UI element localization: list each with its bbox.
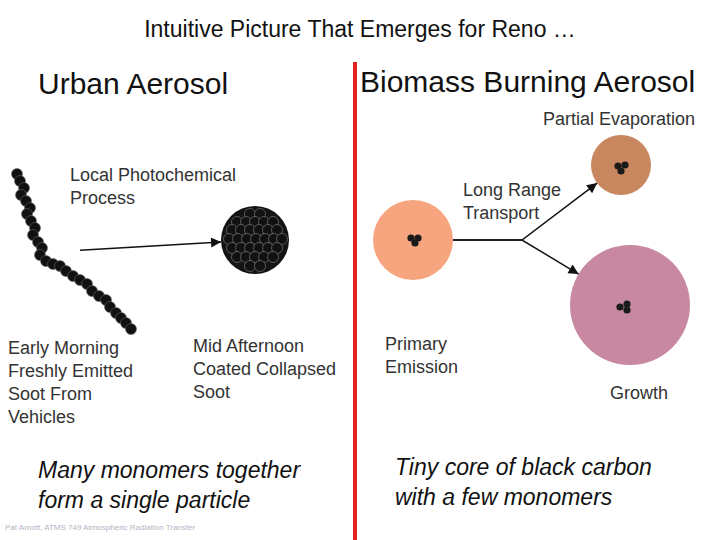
soot-monomer bbox=[55, 261, 66, 272]
soot-monomer bbox=[87, 286, 98, 297]
footer-credit: Pat Arnott, ATMS 749 Atmospheric Radiati… bbox=[5, 523, 195, 533]
summary-note: Tiny core of black carbon with a few mon… bbox=[395, 452, 685, 512]
soot-monomer bbox=[21, 196, 32, 207]
soot-monomer bbox=[35, 250, 46, 261]
soot-monomer bbox=[75, 275, 86, 286]
soot-monomer bbox=[37, 243, 48, 254]
particle-circle bbox=[591, 135, 651, 195]
soot-chain-node: Early Morning Freshly Emitted Soot From … bbox=[8, 165, 80, 340]
soot-monomer bbox=[28, 230, 39, 241]
arrow-connector bbox=[80, 242, 221, 250]
connector-label: Local Photochemical Process bbox=[70, 164, 245, 210]
particle-outline bbox=[373, 200, 453, 280]
page-title: Intuitive Picture That Emerges for Reno … bbox=[0, 15, 720, 43]
soot-monomer bbox=[22, 209, 33, 220]
node-label: Early Morning Freshly Emitted Soot From … bbox=[8, 337, 153, 429]
panel-heading: Urban Aerosol bbox=[38, 67, 228, 101]
soot-monomer bbox=[94, 291, 105, 302]
soot-monomer bbox=[15, 176, 26, 187]
divider-line bbox=[353, 62, 357, 540]
grown-particle: Growth bbox=[570, 245, 690, 365]
soot-monomer bbox=[121, 318, 132, 329]
soot-monomer bbox=[61, 266, 72, 277]
node-label: Partial Evaporation bbox=[543, 108, 720, 131]
particle-outline bbox=[570, 245, 690, 365]
soot-monomer bbox=[101, 295, 112, 306]
soot-monomer bbox=[26, 216, 37, 227]
soot-monomer bbox=[25, 203, 36, 214]
arrow-connector bbox=[453, 240, 579, 274]
connector-label: Long Range Transport bbox=[463, 179, 563, 225]
particle-circle bbox=[221, 206, 289, 274]
particle-outline bbox=[591, 135, 651, 195]
soot-monomer bbox=[30, 223, 41, 234]
primary-particle: Primary Emission bbox=[373, 200, 453, 280]
collapsed-soot-node: Mid Afternoon Coated Collapsed Soot bbox=[221, 206, 289, 274]
soot-monomer bbox=[105, 302, 116, 313]
particle-circle bbox=[570, 245, 690, 365]
node-label: Growth bbox=[610, 382, 710, 405]
summary-note: Many monomers together form a single par… bbox=[38, 455, 328, 515]
soot-monomer bbox=[126, 324, 137, 335]
soot-monomer bbox=[48, 259, 59, 270]
particle-outline bbox=[221, 206, 289, 274]
soot-monomer bbox=[68, 271, 79, 282]
node-label: Mid Afternoon Coated Collapsed Soot bbox=[193, 335, 358, 404]
particle-circle bbox=[373, 200, 453, 280]
soot-monomer bbox=[33, 237, 44, 248]
soot-monomer bbox=[16, 190, 27, 201]
soot-monomer bbox=[41, 256, 52, 267]
evaporated-particle: Partial Evaporation bbox=[591, 135, 651, 195]
soot-monomer bbox=[19, 183, 30, 194]
soot-monomer bbox=[116, 313, 127, 324]
node-label: Primary Emission bbox=[385, 333, 485, 379]
soot-monomer bbox=[12, 169, 23, 180]
soot-monomer bbox=[111, 308, 122, 319]
panel-heading: Biomass Burning Aerosol bbox=[360, 65, 695, 99]
soot-monomer bbox=[82, 279, 93, 290]
